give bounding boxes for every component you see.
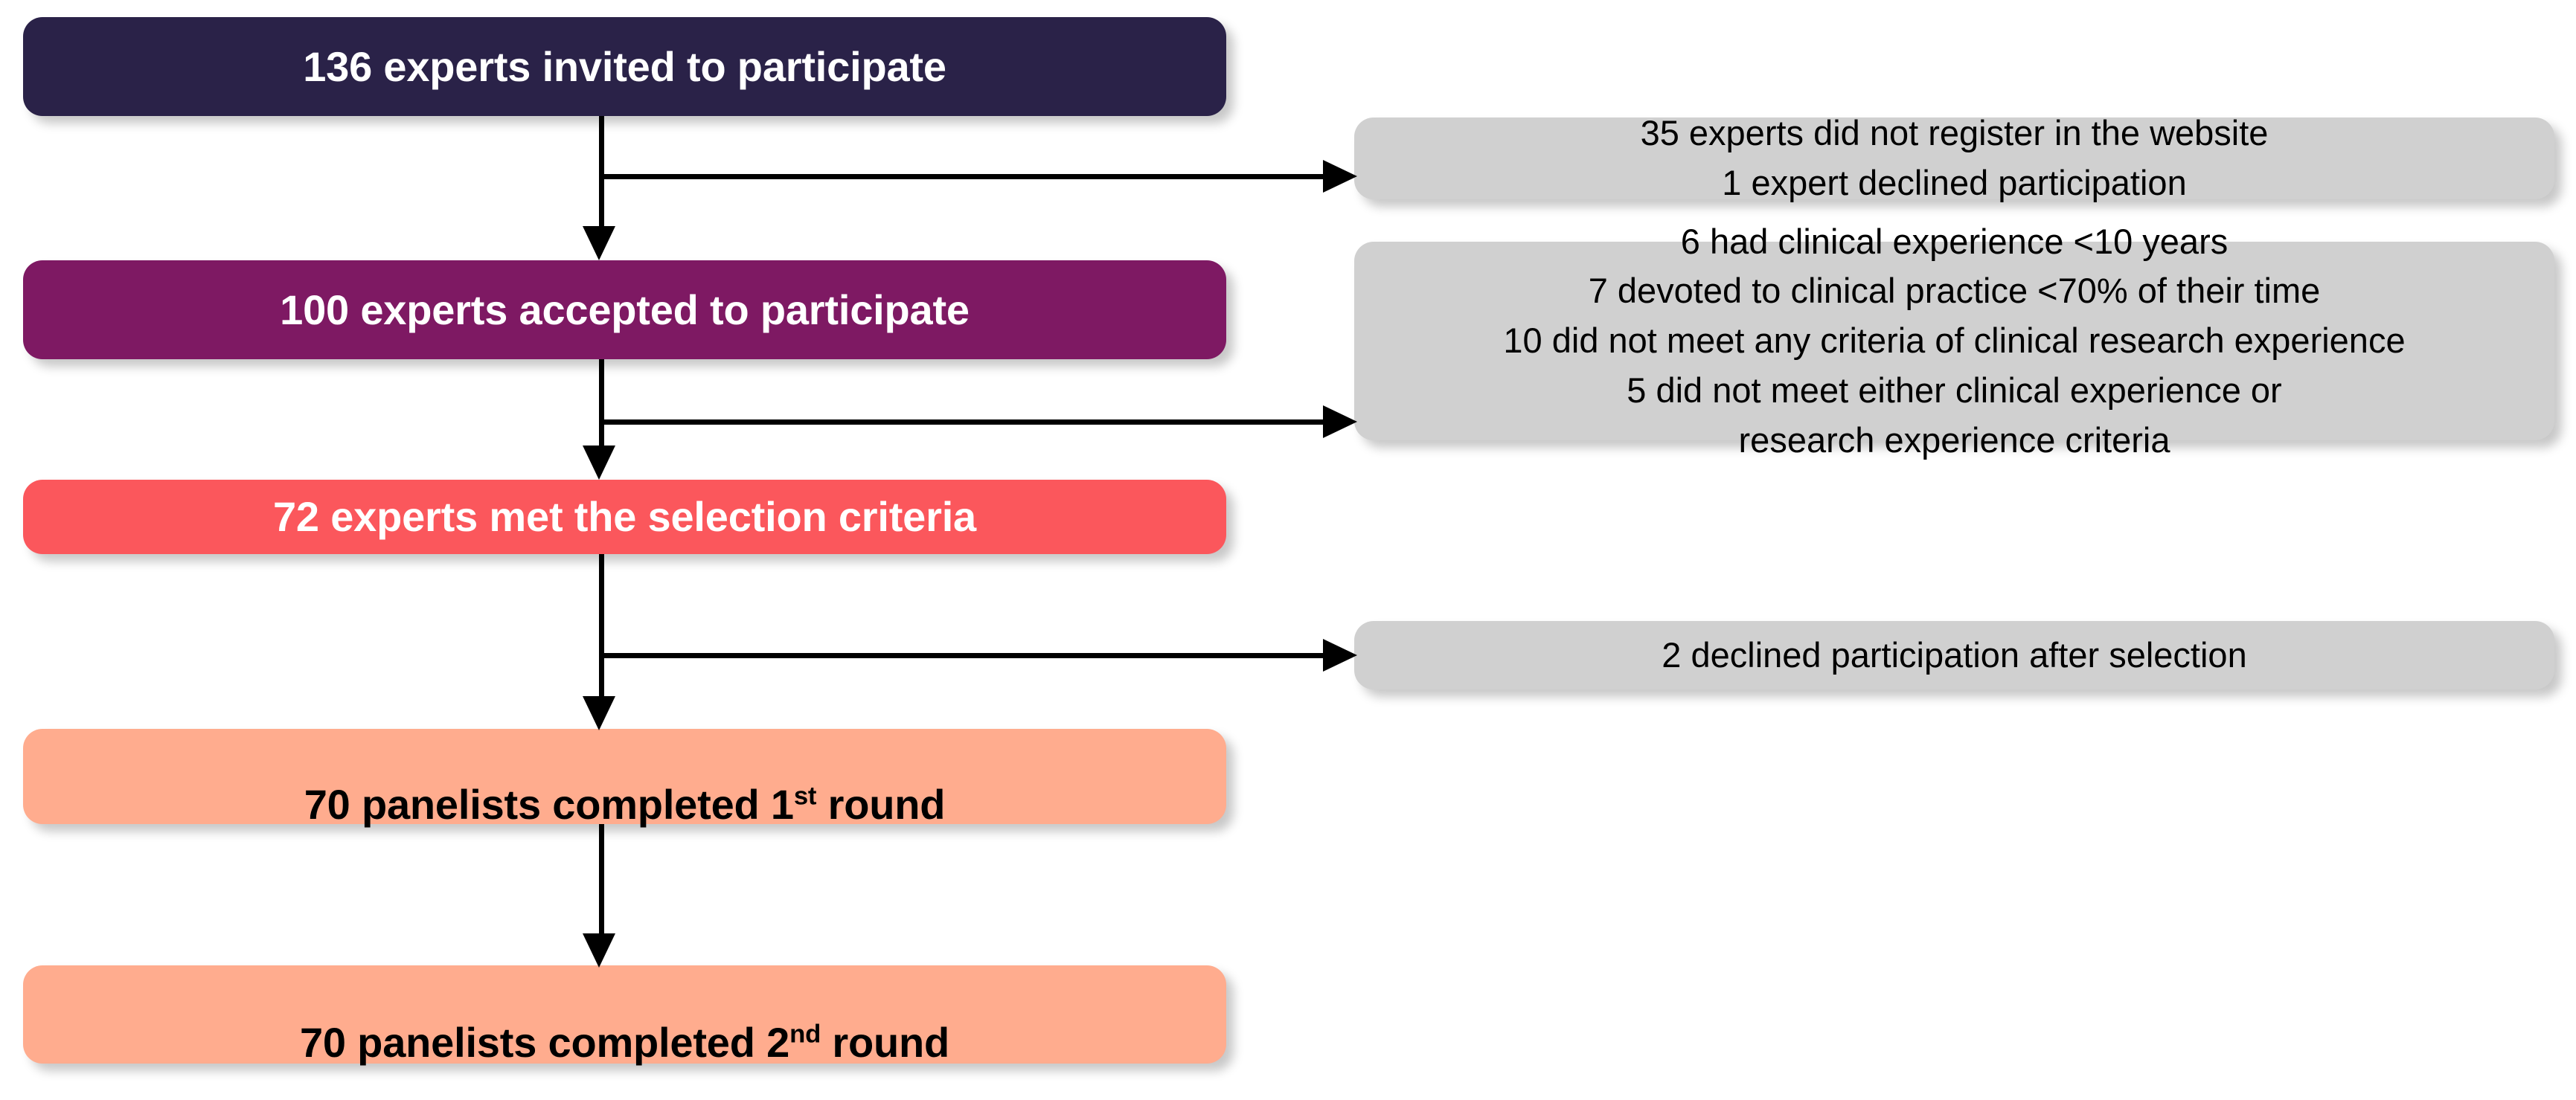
node-met-criteria[interactable]: 72 experts met the selection criteria [23,480,1226,554]
node-accepted-label: 100 experts accepted to participate [280,286,970,333]
connector-invited-to-exclusion1-line [599,174,1332,179]
node-accepted[interactable]: 100 experts accepted to participate [23,260,1226,359]
node-exclusion-2[interactable]: 6 had clinical experience <10 years 7 de… [1354,222,2554,460]
node-exclusion-2-label: 6 had clinical experience <10 years 7 de… [1503,221,2406,460]
node-exclusion-1-label: 35 experts did not register in the websi… [1640,113,2269,202]
node-invited[interactable]: 136 experts invited to participate [23,17,1226,116]
connector-criteria-to-exclusion3-arrow [1323,639,1357,672]
node-round-1-text-before: 70 panelists completed 1 [304,781,794,828]
node-round-1-superscript: st [793,782,817,811]
node-round-1-text-after: round [816,781,946,828]
node-exclusion-3[interactable]: 2 declined participation after selection [1354,621,2554,689]
connector-invited-to-accepted-line [599,116,604,228]
node-round-2-text-before: 70 panelists completed 2 [299,1019,790,1066]
node-round-2-label: 70 panelists completed 2nd round [42,959,1207,1070]
node-round-2-superscript: nd [789,1020,821,1049]
connector-invited-to-accepted-arrow [583,226,615,260]
node-exclusion-1[interactable]: 35 experts did not register in the websi… [1354,113,2554,202]
connector-accepted-to-exclusion2-line [599,419,1332,425]
connector-accepted-to-exclusion2-arrow [1323,405,1357,438]
node-round-2-text-after: round [821,1019,950,1066]
connector-accepted-to-criteria-arrow [583,446,615,480]
node-exclusion-3-label: 2 declined participation after selection [1662,634,2247,675]
connector-invited-to-exclusion1-arrow [1323,160,1357,193]
node-round-1[interactable]: 70 panelists completed 1st round [23,729,1226,828]
connector-round1-to-round2-arrow [583,933,615,968]
node-met-criteria-label: 72 experts met the selection criteria [272,493,977,541]
connector-accepted-to-criteria-line [599,359,604,448]
connector-round1-to-round2-line [599,824,604,936]
connector-criteria-to-exclusion3-line [599,653,1332,658]
node-invited-label: 136 experts invited to participate [303,42,946,90]
node-round-2[interactable]: 70 panelists completed 2nd round [23,965,1226,1066]
connector-criteria-to-round1-arrow [583,696,615,730]
connector-criteria-to-round1-line [599,554,604,699]
node-round-1-label: 70 panelists completed 1st round [42,721,1207,832]
